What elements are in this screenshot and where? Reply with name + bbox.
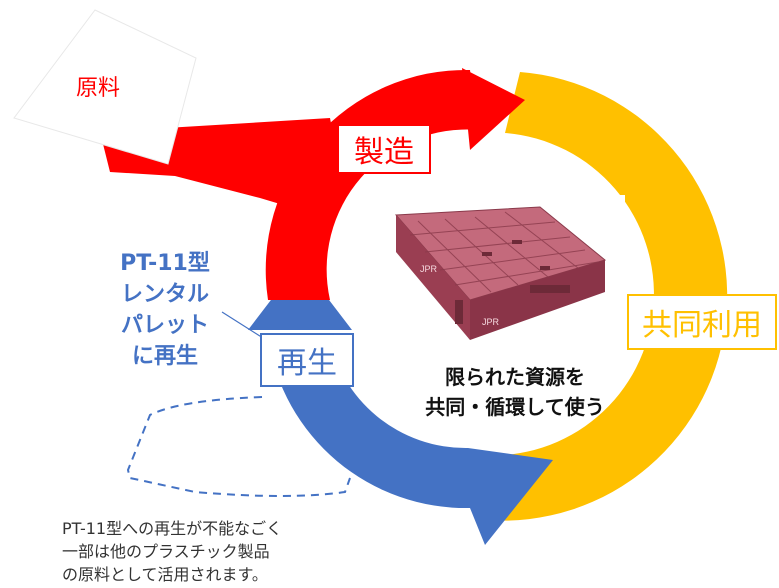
bottom-note-line: の原料として活用されます。 [62, 565, 268, 584]
recycle-dashed-flow [126, 396, 351, 497]
shared-use-label: 共同利用 [627, 294, 777, 350]
plastic-pallet-icon: JPR JPR [394, 206, 607, 340]
manufacturing-arrowhead [462, 68, 525, 150]
bottom-note-line: 一部は他のプラスチック製品 [62, 542, 270, 561]
center-caption: 限られた資源を 共同・循環して使う [365, 362, 665, 422]
pallet-marking-front: JPR [482, 317, 500, 327]
manufacturing-label: 製造 [337, 124, 431, 174]
pt11-regeneration-note: PT-11型 レンタル パレット に再生 [100, 248, 230, 372]
pt11-note-line: パレット [120, 313, 209, 338]
center-caption-line: 共同・循環して使う [425, 395, 605, 419]
pt11-note-line: PT-11型 [120, 251, 210, 276]
raw-material-label: 原料 [76, 76, 121, 101]
pt11-leader-line [221, 311, 264, 339]
bottom-note: PT-11型への再生が不能なごく 一部は他のプラスチック製品 の原料として活用さ… [62, 517, 282, 586]
bottom-note-line: PT-11型への再生が不能なごく [62, 519, 283, 538]
regeneration-label: 再生 [260, 333, 354, 387]
shared-use-arc [480, 72, 728, 521]
raw-material-box [13, 9, 197, 165]
pt11-note-line: レンタル [120, 282, 209, 307]
pt11-note-line: に再生 [131, 344, 198, 369]
center-caption-line: 限られた資源を [445, 365, 585, 389]
pallet-marking: JPR [420, 264, 438, 274]
